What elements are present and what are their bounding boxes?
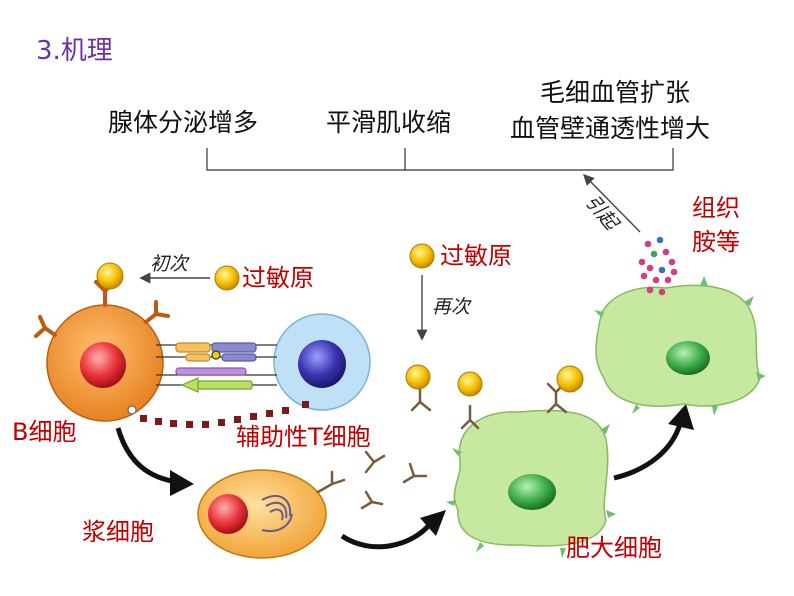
helper-t-cell-label: 辅助性T细胞: [236, 423, 371, 451]
activated-mast-cell-shape: [594, 276, 766, 416]
cytokine-dots: [140, 401, 309, 428]
section-title: 3.机理: [36, 36, 113, 66]
plasma-to-mast-arrow: [340, 522, 432, 550]
histamine-granules: [638, 236, 678, 296]
mast-cell-shape: [446, 409, 616, 558]
free-antibodies: [316, 450, 428, 510]
second-time-label: 再次: [432, 296, 471, 318]
allergen-label-2: 过敏原: [440, 242, 512, 270]
b-to-plasma-arrow: [115, 427, 179, 485]
effect-gland: 腺体分泌增多: [108, 108, 259, 137]
bound-allergens: [405, 364, 584, 430]
plasma-cell-label: 浆细胞: [82, 518, 154, 546]
helper-t-cell-shape: [273, 313, 371, 411]
effect-capillary-2: 血管壁通透性增大: [510, 114, 711, 143]
effect-smooth-muscle: 平滑肌收缩: [326, 108, 452, 137]
allergen-label-1: 过敏原: [242, 264, 314, 292]
histamine-label-1: 组织: [692, 194, 740, 222]
causes-arrow: [583, 174, 641, 233]
histamine-label-2: 胺等: [692, 228, 740, 256]
allergen-icon-2: [409, 243, 435, 269]
first-time-label: 初次: [150, 253, 189, 275]
effects-bracket: [206, 148, 674, 171]
plasma-cell-shape: [197, 469, 327, 559]
allergen-icon-1: [214, 265, 240, 291]
b-cell-label: B细胞: [12, 418, 77, 446]
mast-to-activated-arrow: [613, 423, 683, 481]
allergen-on-b-cell: [96, 262, 124, 290]
b-t-interaction: [156, 342, 277, 393]
b-cell-shape: [34, 280, 170, 422]
effect-capillary-1: 毛细血管扩张: [540, 78, 691, 107]
mast-cell-label: 肥大细胞: [566, 534, 662, 562]
